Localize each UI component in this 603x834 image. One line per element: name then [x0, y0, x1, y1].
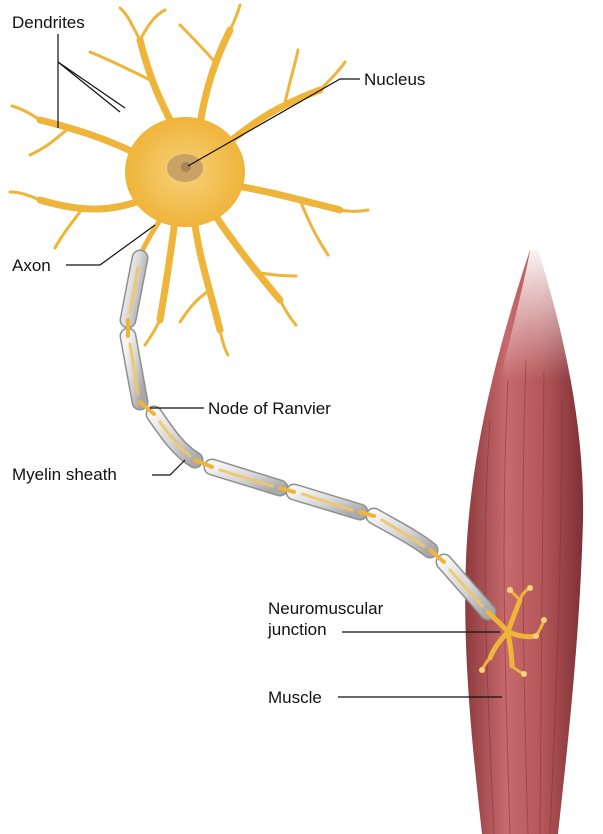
label-neuromuscular-junction: Neuromuscular junction: [268, 598, 383, 640]
leader-dendrites-upper: [58, 62, 125, 108]
label-nmj-line2: junction: [268, 619, 383, 640]
label-nucleus: Nucleus: [364, 69, 425, 90]
leader-myelin-sheath: [152, 460, 185, 475]
axon: [140, 220, 160, 255]
cell-body: [125, 117, 245, 227]
label-nmj-line1: Neuromuscular: [268, 598, 383, 619]
muscle: [465, 240, 583, 834]
label-dendrites: Dendrites: [12, 12, 85, 33]
label-node-of-ranvier: Node of Ranvier: [208, 398, 331, 419]
label-myelin-sheath: Myelin sheath: [12, 464, 117, 485]
label-axon: Axon: [12, 255, 51, 276]
leader-dendrites-lower: [58, 62, 120, 112]
label-muscle: Muscle: [268, 687, 322, 708]
myelin-sheath: [128, 258, 488, 612]
